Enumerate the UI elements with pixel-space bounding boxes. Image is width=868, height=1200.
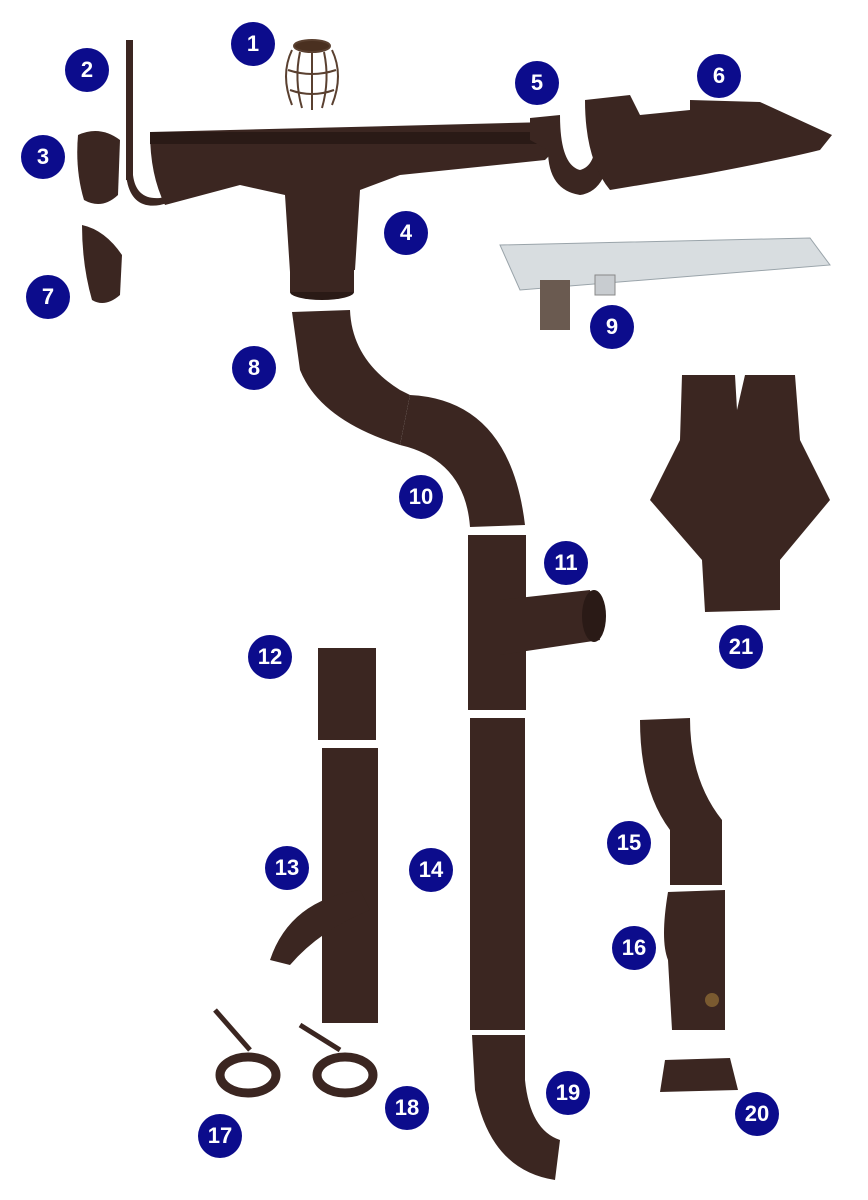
- badge-17: 17: [198, 1114, 242, 1158]
- badge-4: 4: [384, 211, 428, 255]
- part-offset: [640, 718, 722, 885]
- badge-15: 15: [607, 821, 651, 865]
- badge-11: 11: [544, 541, 588, 585]
- badge-18: 18: [385, 1086, 429, 1130]
- badge-21: 21: [719, 625, 763, 669]
- part-coupling: [318, 648, 376, 740]
- part-adapter: [660, 1058, 738, 1092]
- badge-12: 12: [248, 635, 292, 679]
- part-gutter-outlet: [150, 122, 555, 300]
- part-downpipe: [470, 718, 525, 1030]
- part-corner: [585, 95, 832, 190]
- part-end-cap-right: [77, 131, 120, 204]
- badge-3: 3: [21, 135, 65, 179]
- badge-5: 5: [515, 61, 559, 105]
- badge-9: 9: [590, 305, 634, 349]
- badge-6: 6: [697, 54, 741, 98]
- badge-19: 19: [546, 1071, 590, 1115]
- badge-13: 13: [265, 846, 309, 890]
- badge-7: 7: [26, 275, 70, 319]
- part-hopper: [650, 375, 830, 612]
- badge-1: 1: [231, 22, 275, 66]
- badge-14: 14: [409, 848, 453, 892]
- part-debris-filter-pipe: [270, 748, 378, 1023]
- part-connector: [530, 115, 611, 195]
- part-elbow-upper: [292, 310, 410, 445]
- part-strainer: [285, 39, 339, 110]
- badge-8: 8: [232, 346, 276, 390]
- part-tap-pipe: [664, 890, 725, 1030]
- part-gutter-guard: [499, 237, 831, 330]
- badge-20: 20: [735, 1092, 779, 1136]
- part-elbow-lower: [400, 395, 525, 527]
- part-outlet-shoe: [472, 1035, 560, 1180]
- badge-16: 16: [612, 926, 656, 970]
- badge-2: 2: [65, 48, 109, 92]
- part-end-cap-left: [82, 225, 122, 304]
- part-tee: [468, 535, 606, 710]
- part-bracket-a: [213, 1008, 281, 1098]
- badge-10: 10: [399, 475, 443, 519]
- part-bracket-b: [298, 1022, 378, 1098]
